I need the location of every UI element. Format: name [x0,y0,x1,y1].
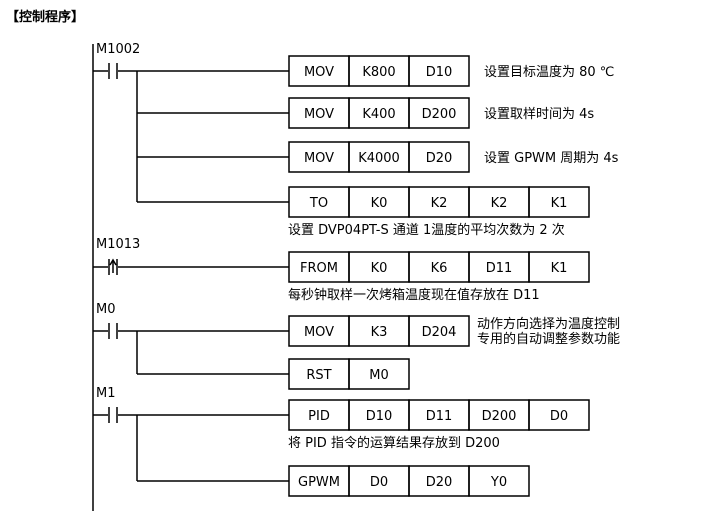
instruction-comment: 动作方向选择为温度控制 [477,316,620,332]
contact-label: M1002 [96,42,140,57]
instruction-operand: D0 [370,475,388,490]
instruction-pid: PID D10 D11 D200 D0 将 PID 指令的运算结果存放到 D200 [288,399,590,451]
instruction-comment: 设置 GPWM 周期为 4s [484,151,619,166]
instruction-opcode: PID [308,409,330,424]
instruction-cell [528,399,590,431]
instruction-cell [468,465,530,497]
contact-label: M1013 [96,237,140,252]
instruction-operand: M0 [369,368,389,383]
instruction-opcode: RST [306,368,331,383]
instruction-operand: D20 [426,151,453,166]
instruction-operand: K2 [491,196,508,211]
instruction-cell [408,315,470,347]
instruction-operand: D204 [422,325,457,340]
instruction-from: FROM K0 K6 D11 K1 每秒钟取样一次烤箱温度现在值存放在 D11 [288,251,590,303]
instruction-mov: MOV K800 D10 设置目标温度为 80 ℃ [288,55,614,87]
instruction-to: TO K0 K2 K2 K1 设置 DVP04PT-S 通道 1温度的平均次数为 2 次 [288,186,590,238]
contact-label: M0 [96,302,116,317]
instruction-operand: D0 [550,409,568,424]
instruction-gpwm: GPWM D0 D20 Y0 [288,465,530,497]
instruction-opcode: MOV [304,151,334,166]
instruction-operand: K3 [371,325,388,340]
instruction-cell [528,251,590,283]
instruction-operand: K4000 [358,151,400,166]
instruction-opcode: FROM [300,261,338,276]
instruction-operand: K400 [362,107,395,122]
instruction-comment: 设置 DVP04PT-S 通道 1温度的平均次数为 2 次 [288,222,565,238]
instruction-cell [528,186,590,218]
instruction-operand: D10 [426,65,453,80]
instruction-operand: D200 [422,107,457,122]
instruction-comment: 专用的自动调整参数功能 [477,331,620,347]
instruction-operand: D11 [486,261,513,276]
rising-edge-arrowhead [109,258,117,266]
instruction-operand: K800 [362,65,395,80]
instruction-operand: K1 [551,196,568,211]
instruction-opcode: MOV [304,325,334,340]
instruction-operand: K6 [431,261,448,276]
program-title: 【控制程序】 [6,10,85,25]
instruction-opcode: GPWM [298,475,340,490]
contact-label: M1 [96,386,116,401]
instruction-operand: D10 [366,409,393,424]
instruction-operand: Y0 [490,475,507,490]
instruction-comment: 设置取样时间为 4s [484,107,594,122]
instruction-operand: K0 [371,261,388,276]
instruction-comment: 将 PID 指令的运算结果存放到 D200 [288,435,500,451]
instruction-operand: D200 [482,409,517,424]
instruction-operand: K2 [431,196,448,211]
instruction-opcode: MOV [304,65,334,80]
instruction-cell [348,358,410,390]
instruction-cell [408,141,470,173]
instruction-operand: D11 [426,409,453,424]
instruction-cell [408,55,470,87]
instruction-opcode: TO [309,196,328,211]
instruction-comment: 设置目标温度为 80 ℃ [484,64,614,80]
instruction-operand: K1 [551,261,568,276]
instruction-opcode: MOV [304,107,334,122]
instruction-mov: MOV K4000 D20 设置 GPWM 周期为 4s [288,141,619,173]
instruction-comment: 每秒钟取样一次烤箱温度现在值存放在 D11 [288,287,540,303]
instruction-rst: RST M0 [288,358,410,390]
instruction-cell [408,97,470,129]
instruction-mov: MOV K400 D200 设置取样时间为 4s [288,97,594,129]
instruction-operand: D20 [426,475,453,490]
instruction-operand: K0 [371,196,388,211]
